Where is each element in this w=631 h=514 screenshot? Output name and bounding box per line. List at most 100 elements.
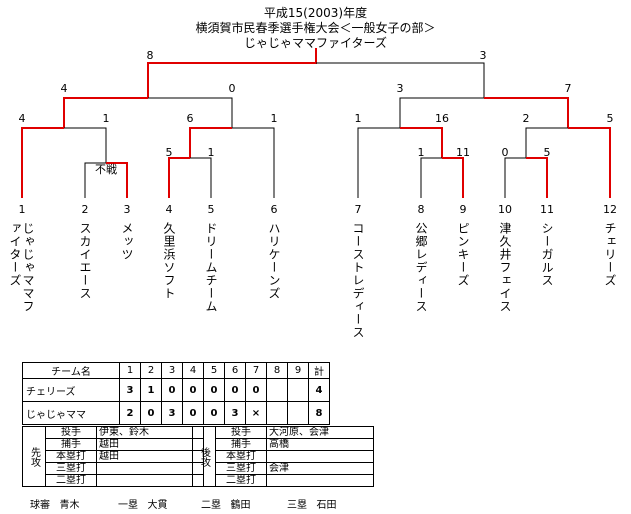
final-loser-line (316, 62, 485, 98)
inning-score: 0 (203, 401, 225, 425)
q2-left-score: 6 (187, 112, 194, 125)
final-left-score: 8 (147, 49, 154, 62)
inning-score (287, 378, 309, 402)
first-side-label: 先攻 (22, 426, 46, 487)
team-name-11: シーガルス (540, 222, 554, 287)
role-value (96, 474, 204, 487)
quarter-match-4: 2 5 (523, 112, 614, 198)
r1-m3-left-score: 1 (418, 146, 425, 159)
team-name-9: ピンキーズ (456, 222, 470, 287)
quarter-match-1: 4 1 (19, 112, 110, 198)
r1-m3-right-score: 11 (456, 146, 470, 159)
role-label: 二塁打 (215, 474, 267, 487)
umpire-name: 鶴田 (230, 500, 251, 511)
q1-loser-line (64, 127, 107, 163)
q3-left-score: 1 (355, 112, 362, 125)
final-match: 8 3 (147, 48, 487, 98)
r1-m2-loser-line (190, 157, 212, 198)
role-label: 三塁打 (215, 462, 267, 475)
inning-score (266, 401, 288, 425)
umpire-first: 一塁 大貫 (118, 496, 168, 511)
r1-m3-loser-line (420, 157, 442, 198)
inning-score: 0 (203, 378, 225, 402)
semi-match-2: 3 7 (397, 82, 572, 128)
inning-score: 3 (119, 378, 141, 402)
r1-m4-loser-line (504, 157, 526, 198)
q4-winner-line (568, 127, 611, 198)
r1-m2-left-score: 5 (166, 146, 173, 159)
r1-m2-winner-line (168, 157, 190, 198)
semi2-left-score: 3 (397, 82, 404, 95)
q1-left-score: 4 (19, 112, 26, 125)
scoreboard-header-row: チーム名 1 2 3 4 5 6 7 8 9 計 (22, 362, 330, 379)
role-label: 本塁打 (215, 450, 267, 463)
umpire-position: 一塁 (118, 500, 138, 511)
role-label: 投手 (45, 426, 97, 439)
header-inning: 4 (182, 362, 204, 379)
inning-score: 0 (140, 401, 162, 425)
q3-right-score: 16 (435, 112, 449, 125)
role-value: 伊東、鈴木 (96, 426, 204, 439)
inning-score: 1 (140, 378, 162, 402)
team-number: 9 (460, 203, 467, 216)
team-number: 4 (166, 203, 173, 216)
team-number: 7 (355, 203, 362, 216)
role-value (266, 450, 374, 463)
title-year: 平成15(2003)年度 (263, 6, 368, 20)
role-label: 二塁打 (45, 474, 97, 487)
semi-match-1: 4 0 (61, 82, 236, 128)
semi1-right-score: 0 (229, 82, 236, 95)
role-label: 本塁打 (45, 450, 97, 463)
semi1-loser-line (148, 97, 233, 128)
header-team: チーム名 (22, 362, 120, 379)
header-total: 計 (308, 362, 330, 379)
quarter-match-3: 1 16 (355, 112, 449, 198)
team-number: 5 (208, 203, 215, 216)
team-numbers: 1 2 3 4 5 6 7 8 9 10 11 12 (19, 203, 618, 216)
row-team: チェリーズ (22, 378, 120, 402)
final-right-score: 3 (480, 49, 487, 62)
final-winner-line (147, 48, 317, 98)
umpire-position: 球審 (30, 500, 50, 511)
inning-score: 0 (245, 378, 267, 402)
role-value: 高橋 (266, 438, 374, 451)
inning-score: 0 (161, 378, 183, 402)
second-side-label: 後攻 (192, 426, 216, 487)
second-team-records: 後攻 投手 大河原、会津 捕手 高橋 本塁打 三塁打 会津 二塁打 (192, 426, 374, 487)
header-inning: 9 (287, 362, 309, 379)
inning-score: 0 (182, 378, 204, 402)
q4-left-score: 2 (523, 112, 530, 125)
semi2-winner-line (484, 97, 569, 128)
q3-loser-line (357, 127, 400, 198)
team-name-2: スカイエース (78, 222, 92, 300)
role-value (96, 462, 204, 475)
team-name-3: メッツ (120, 222, 134, 261)
header-inning: 3 (161, 362, 183, 379)
role-value (266, 474, 374, 487)
inning-score (266, 378, 288, 402)
r1-m4-winner-line (526, 157, 548, 198)
role-value: 会津 (266, 462, 374, 475)
r1-m1-left-line (84, 162, 106, 198)
team-name-7: コーストレディース (351, 222, 365, 339)
header-inning: 6 (224, 362, 246, 379)
team-name-6: ハリケーンズ (267, 222, 281, 300)
team-name-10: 津久井フェイス (498, 222, 512, 313)
q2-winner-line (189, 127, 232, 158)
scoreboard-table: チーム名 1 2 3 4 5 6 7 8 9 計 チェリーズ 3 1 0 0 0… (22, 362, 330, 425)
role-value: 越田 (96, 438, 204, 451)
tournament-bracket: 8 3 4 0 3 7 4 1 6 1 1 16 2 5 (19, 48, 618, 216)
scoreboard-row: チェリーズ 3 1 0 0 0 0 0 4 (22, 378, 330, 402)
team-number: 10 (498, 203, 512, 216)
inning-score: 3 (161, 401, 183, 425)
first-round-match-4: 0 5 (502, 146, 551, 198)
role-label: 捕手 (45, 438, 97, 451)
row-total: 4 (308, 378, 330, 402)
r1-m3-winner-line (442, 157, 464, 198)
header-inning: 8 (266, 362, 288, 379)
team-number: 8 (418, 203, 425, 216)
team-number: 1 (19, 203, 26, 216)
r1-m4-left-score: 0 (502, 146, 509, 159)
team-name-8: 公郷レディース (414, 222, 428, 313)
role-label: 投手 (215, 426, 267, 439)
